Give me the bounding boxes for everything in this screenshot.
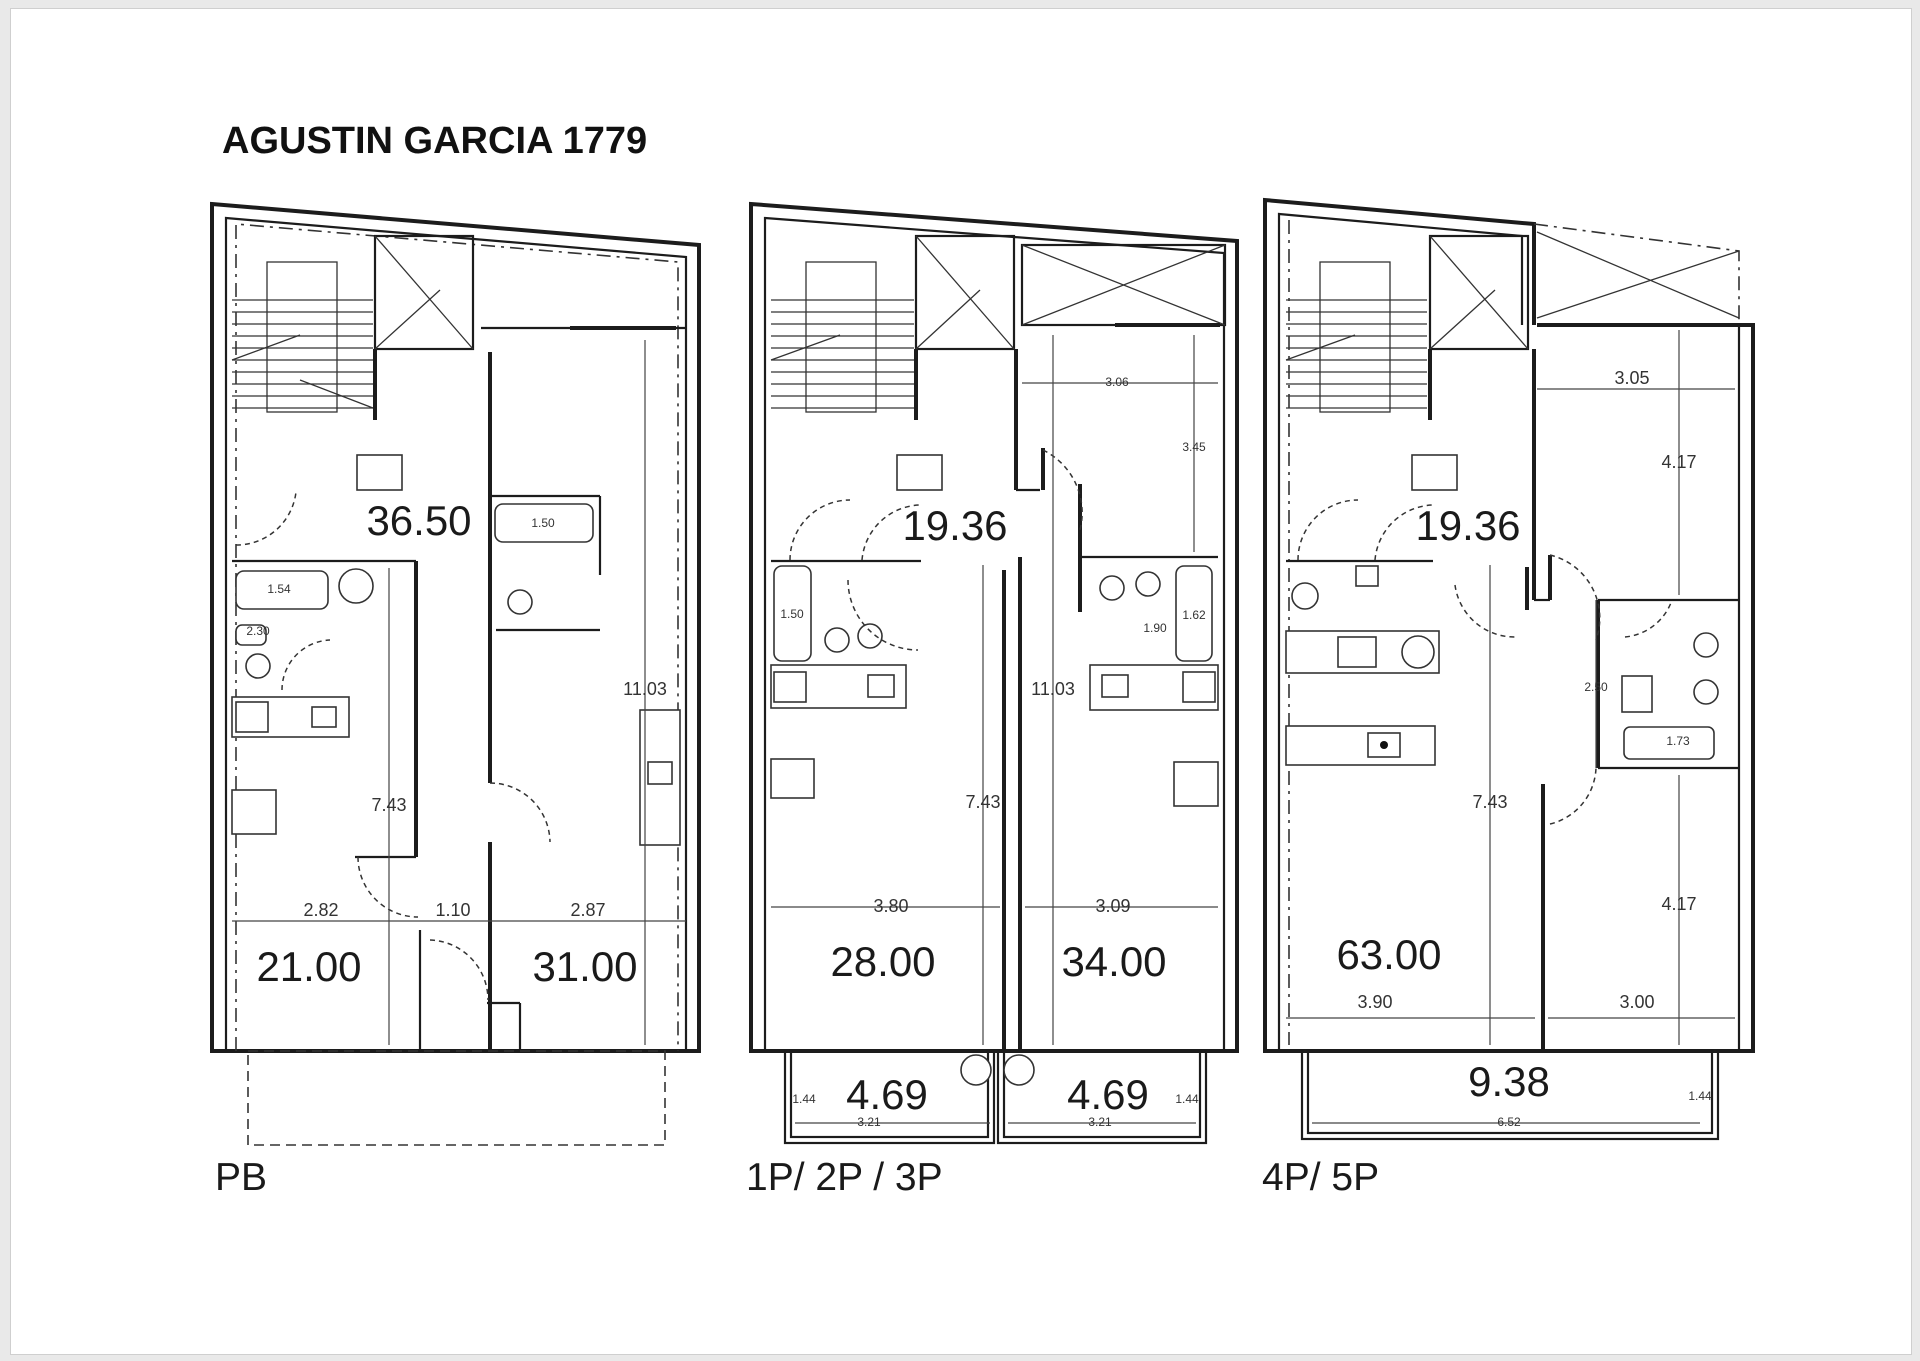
shaft-icon [896, 454, 943, 491]
elevator-shaft [373, 234, 475, 351]
outer-wall [210, 201, 701, 1053]
area-label: 63.00 [1336, 931, 1441, 978]
kitchen-counters [770, 664, 1219, 807]
dimension-label: 1.50 [780, 607, 804, 621]
dimension-label: 3.80 [873, 896, 908, 916]
dimension-label: 11.03 [623, 679, 667, 699]
level-label: 4P/ 5P [1262, 1156, 1379, 1199]
void-area [1020, 243, 1227, 327]
dimension-label: 7.43 [965, 792, 1000, 812]
dimension-label: 7.43 [371, 795, 406, 815]
dimension-label: 4.17 [1661, 452, 1696, 472]
dimension-label: 1.44 [792, 1092, 816, 1106]
bathroom-fixtures [235, 494, 602, 679]
area-label: 34.00 [1061, 938, 1166, 985]
area-label: 21.00 [256, 943, 361, 990]
dimension-label: 3.06 [1105, 375, 1129, 389]
area-label: 19.36 [1415, 502, 1520, 549]
floor-plan-4p-5p: 19.36 63.00 9.38 3.05 4.17 2.50 1.73 7.4… [1262, 197, 1755, 1199]
dimension-label: 1.54 [267, 582, 291, 596]
staircase [770, 261, 914, 413]
level-label: PB [215, 1156, 267, 1199]
area-label: 9.38 [1468, 1058, 1550, 1105]
dimension-label: 3.21 [1088, 1115, 1112, 1129]
dimension-label: 1.73 [1666, 734, 1690, 748]
balconies [783, 1049, 1208, 1145]
floor-plan-1p-2p-3p: 19.36 28.00 34.00 4.69 4.69 3.06 3.45 1.… [746, 201, 1239, 1199]
dimension-label: 2.30 [246, 624, 270, 638]
balcony [1300, 1049, 1720, 1141]
balcony-outline [247, 1050, 666, 1146]
dimension-label: 3.09 [1095, 896, 1130, 916]
bathroom-fixtures [1291, 565, 1719, 760]
dimension-label: 1.90 [1143, 621, 1167, 635]
inner-wall [1277, 212, 1524, 1051]
outer-wall [749, 201, 1239, 1053]
shaft-icon [356, 454, 403, 491]
shaft-icon [1411, 454, 1458, 491]
dimension-label: 1.62 [1182, 608, 1206, 622]
area-label: 31.00 [532, 943, 637, 990]
dimension-label: 7.43 [1472, 792, 1507, 812]
dimension-label: 6.52 [1497, 1115, 1521, 1129]
dimension-label: 3.21 [857, 1115, 881, 1129]
area-label: 19.36 [902, 502, 1007, 549]
staircase [231, 261, 374, 413]
floor-plan-pb: 36.50 21.00 31.00 1.54 2.30 1.50 11.03 7… [210, 201, 701, 1199]
inner-wall [763, 216, 1226, 1053]
dimension-label: 1.44 [1688, 1089, 1712, 1103]
area-label: 4.69 [1067, 1071, 1149, 1118]
dimension-label: 4.17 [1661, 894, 1696, 914]
dimension-label: 1.50 [531, 516, 555, 530]
dimension-label: 11.03 [1031, 679, 1075, 699]
dimension-label: 3.90 [1357, 992, 1392, 1012]
area-label: 4.69 [846, 1071, 928, 1118]
door-arc [235, 491, 297, 546]
dimension-label: 3.45 [1182, 440, 1206, 454]
area-label: 28.00 [830, 938, 935, 985]
dimension-label: 2.87 [570, 900, 605, 920]
dimension-label: 3.05 [1614, 368, 1649, 388]
elevator-shaft [1428, 234, 1530, 351]
dimension-label: 3.00 [1619, 992, 1654, 1012]
kitchen-counters [1285, 630, 1440, 766]
dimension-label: 1.44 [1175, 1092, 1199, 1106]
elevator-shaft [914, 234, 1016, 351]
bathroom-fixtures [773, 565, 1213, 662]
dimension-label: 2.82 [303, 900, 338, 920]
dimension-label: 2.50 [1584, 680, 1608, 694]
staircase [1285, 261, 1427, 413]
kitchen-counters [231, 696, 681, 846]
dimension-label: 1.10 [435, 900, 470, 920]
area-label: 36.50 [366, 497, 471, 544]
inner-wall [224, 216, 688, 1053]
level-label: 1P/ 2P / 3P [746, 1156, 943, 1199]
project-title: AGUSTIN GARCIA 1779 [222, 120, 647, 162]
